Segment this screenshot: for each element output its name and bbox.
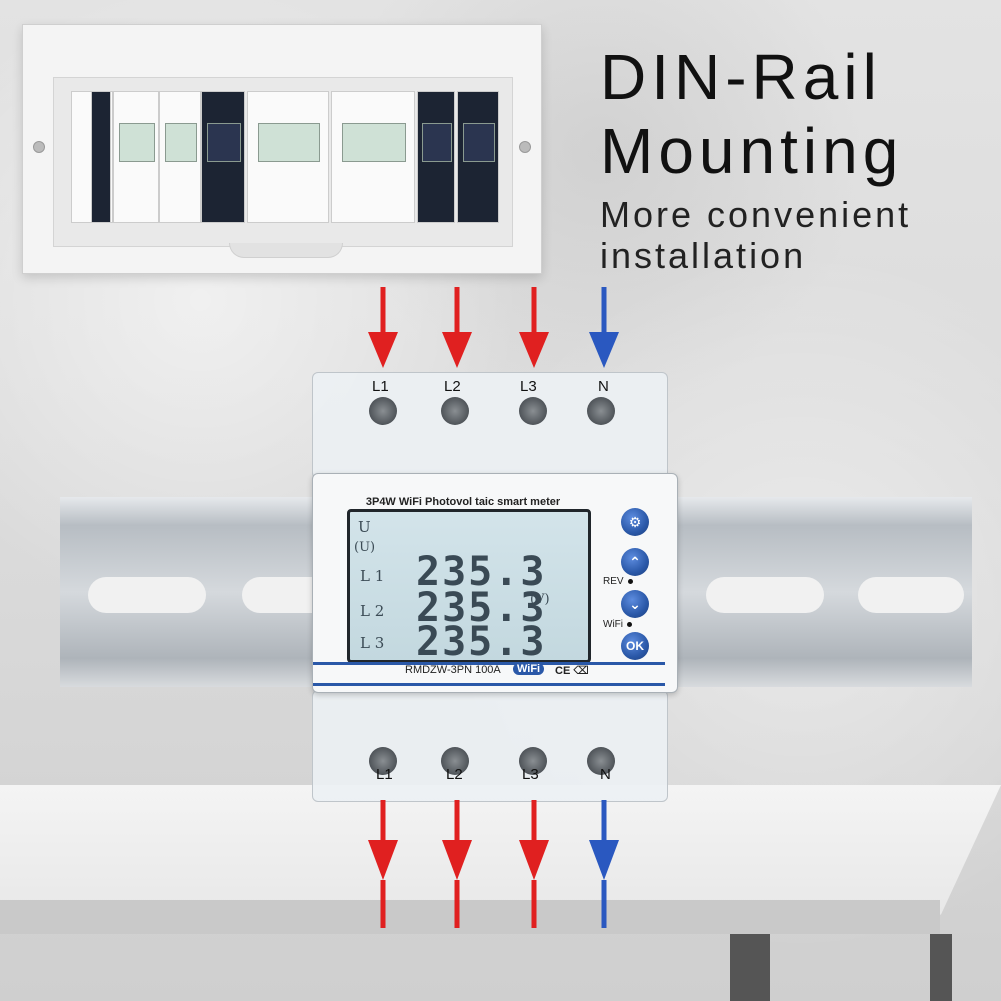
meter-bottom-housing [312, 690, 668, 802]
terminal-screw [587, 747, 615, 775]
rev-led-icon [627, 578, 633, 584]
table-leg [930, 934, 952, 1001]
terminal-screw [441, 747, 469, 775]
lcd-label-u: U [358, 518, 371, 536]
terminal-label-bottom: N [600, 766, 611, 783]
smart-meter-face: 3P4W WiFi Photovol taic smart meter U (U… [312, 473, 678, 693]
terminal-label-top: N [598, 378, 609, 395]
terminal-label-top: L1 [372, 378, 389, 395]
settings-gear-button[interactable]: ⚙ [621, 508, 649, 536]
phase-arrow-bottom-l2 [442, 800, 472, 928]
terminal-label-bottom: L3 [522, 766, 539, 783]
meter-model: RMDZW-3PN 100A [405, 664, 501, 676]
cert-mark: CE ⌫ [555, 664, 589, 677]
phase-arrow-bottom-l1 [368, 800, 398, 928]
ce-label: CE [555, 665, 571, 677]
wifi-indicator: WiFi [603, 619, 632, 630]
weee-bin-icon: ⌫ [573, 665, 589, 677]
terminal-label-top: L3 [520, 378, 537, 395]
rev-indicator: REV [603, 576, 633, 587]
headline-title-line1: DIN-Rail [600, 41, 882, 113]
neutral-arrow-bottom [589, 800, 619, 928]
terminal-screw [369, 747, 397, 775]
terminal-label-bottom: L1 [376, 766, 393, 783]
rail-slot [706, 577, 824, 613]
terminal-screw [369, 397, 397, 425]
panel-screw [33, 141, 45, 153]
phase-arrow-top-l1 [368, 287, 398, 368]
distribution-panel-image [22, 24, 542, 274]
headline-subtitle-line1: More convenient [600, 194, 912, 235]
lcd-line-label: L 2 [360, 602, 385, 620]
lcd-line-label: L 3 [360, 634, 385, 652]
table-surface [0, 785, 1001, 915]
table-edge [0, 900, 940, 934]
lcd-voltage-value: 235.3 [416, 619, 547, 665]
meter-module [331, 91, 415, 223]
wifi-led-icon [627, 621, 632, 627]
terminal-screw [441, 397, 469, 425]
meter-top-housing [312, 372, 668, 479]
ok-button[interactable]: OK [621, 632, 649, 660]
lcd-screen: U (U) L 1 L 2 L 3 235.3 235.3 235.3 (V) [347, 509, 591, 663]
panel-screw [519, 141, 531, 153]
wifi-badge: WiFi [513, 663, 545, 675]
meter-module [457, 91, 499, 223]
headline-title-line2: Mounting [600, 115, 904, 187]
phase-arrow-bottom-l3 [519, 800, 549, 928]
breaker-module [91, 91, 111, 223]
lcd-unit: (V) [530, 592, 550, 607]
lcd-voltage-value: 235.3 [416, 585, 547, 631]
meter-module [113, 91, 159, 223]
headline-subtitle-line2: installation [600, 235, 807, 276]
terminal-label-bottom: L2 [446, 766, 463, 783]
up-button[interactable]: ⌃ [621, 548, 649, 576]
terminal-label-top: L2 [444, 378, 461, 395]
meter-module [159, 91, 201, 223]
meter-info-bar [313, 662, 665, 686]
terminal-screw [519, 747, 547, 775]
terminal-screw [519, 397, 547, 425]
wifi-label: WiFi [603, 619, 623, 630]
meter-module [201, 91, 245, 223]
rail-slot [88, 577, 206, 613]
rev-label: REV [603, 576, 624, 587]
phase-arrow-top-l2 [442, 287, 472, 368]
table-leg [730, 934, 770, 1001]
lcd-label-u-paren: (U) [354, 540, 376, 555]
meter-module [417, 91, 455, 223]
down-button[interactable]: ⌄ [621, 590, 649, 618]
lcd-line-label: L 1 [360, 567, 385, 585]
phase-arrow-top-l3 [519, 287, 549, 368]
neutral-arrow-top [589, 287, 619, 368]
rail-slot [858, 577, 964, 613]
headline: DIN-Rail Mounting More convenient instal… [600, 40, 911, 276]
lcd-voltage-value: 235.3 [416, 549, 547, 595]
meter-module [247, 91, 329, 223]
meter-title: 3P4W WiFi Photovol taic smart meter [365, 496, 561, 508]
terminal-screw [587, 397, 615, 425]
